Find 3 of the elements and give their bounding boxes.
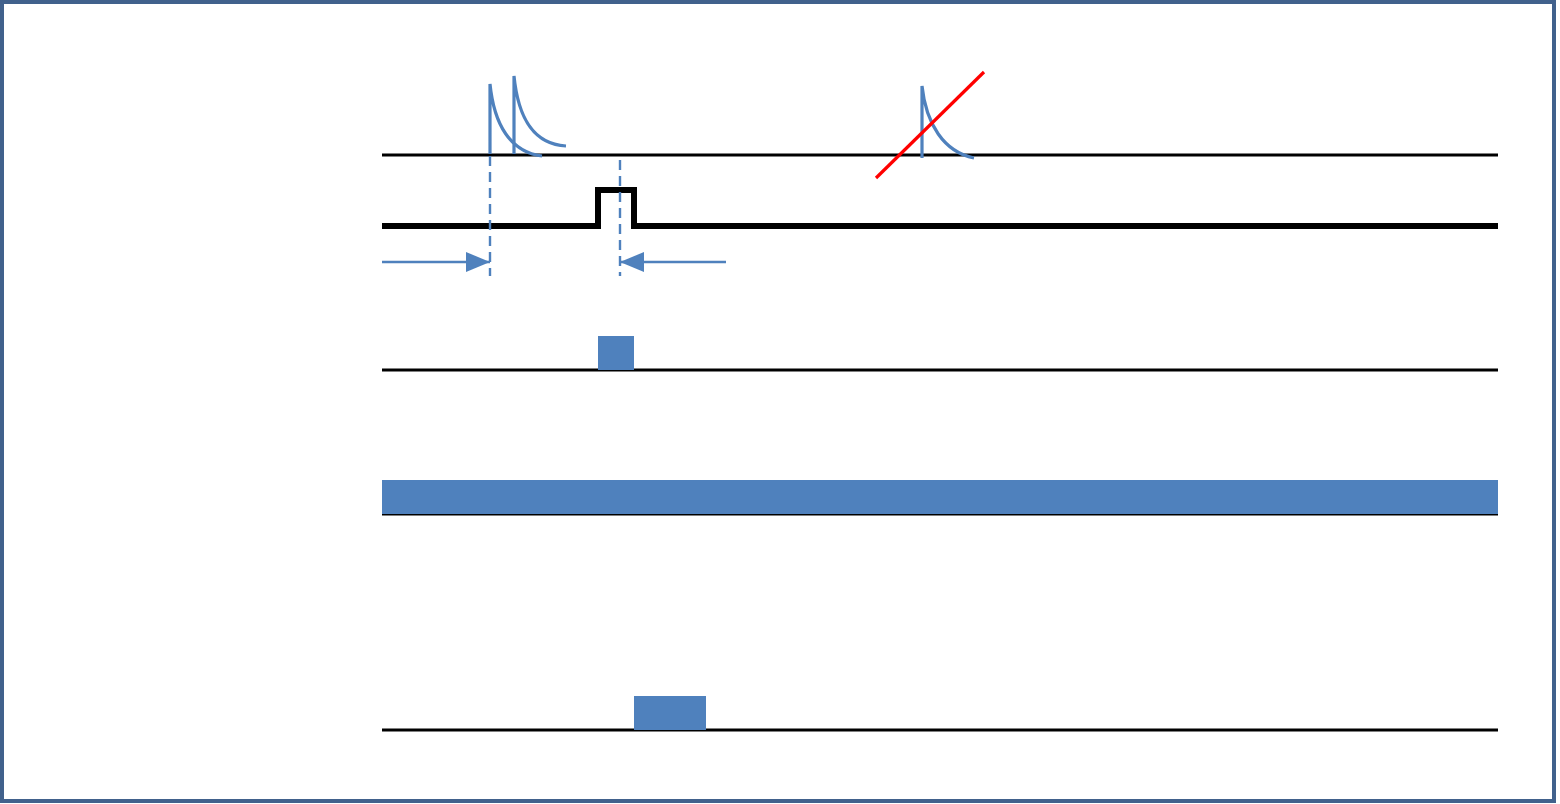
timing-block [634, 696, 706, 730]
timing-block [598, 336, 634, 370]
timing-bar [382, 480, 1498, 514]
